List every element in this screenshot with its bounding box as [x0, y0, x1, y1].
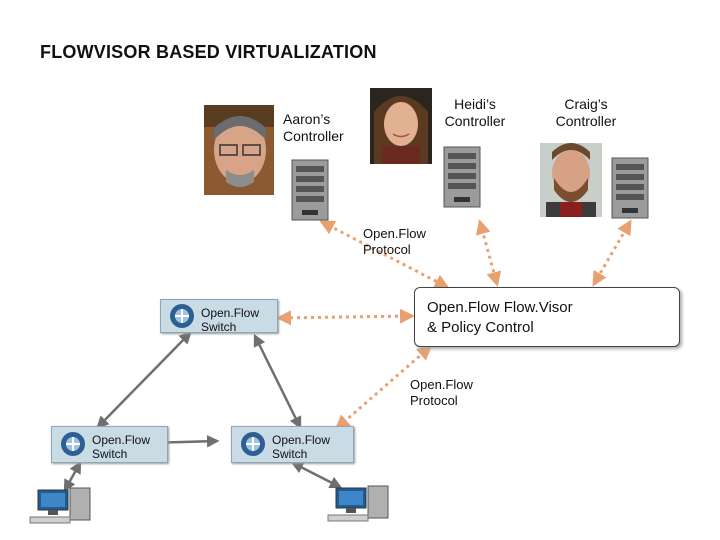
craig-server-icon	[611, 157, 649, 219]
heidi-server-icon	[443, 146, 481, 208]
link-flowvisor-topswitch	[276, 308, 415, 326]
aaron-server-icon	[291, 159, 329, 221]
openflow-protocol-label-bottom: Open.Flow Protocol	[410, 377, 473, 408]
craig-controller-label: Craig’s Controller	[555, 96, 617, 129]
link-leftswitch-host	[63, 460, 82, 493]
link-top-right	[253, 333, 302, 430]
switch-icon	[241, 432, 265, 456]
link-aaron-flowvisor	[319, 220, 450, 289]
link-top-left	[96, 331, 192, 429]
flowvisor-box: Open.Flow Flow.Visor & Policy Control	[414, 287, 680, 347]
openflow-switch-left: Open.Flow Switch	[51, 426, 168, 463]
flowvisor-label: Open.Flow Flow.Visor & Policy Control	[427, 299, 573, 336]
switch-label: Open.Flow Switch	[272, 433, 331, 461]
switch-label: Open.Flow Switch	[201, 306, 260, 334]
aaron-controller-label: Aaron’s Controller	[283, 111, 344, 144]
link-rightswitch-host	[290, 461, 343, 489]
switch-icon	[61, 432, 85, 456]
openflow-protocol-label-top: Open.Flow Protocol	[363, 226, 426, 257]
switch-label: Open.Flow Switch	[92, 433, 151, 461]
heidi-controller-label: Heidi’s Controller	[444, 96, 506, 129]
switch-icon	[170, 304, 194, 328]
computer-icon-right	[327, 485, 389, 522]
computer-icon-left	[29, 487, 91, 524]
page-title: FLOWVISOR BASED VIRTUALIZATION	[40, 42, 377, 62]
openflow-switch-top: Open.Flow Switch	[160, 299, 278, 334]
link-craig-flowvisor	[592, 219, 632, 287]
openflow-switch-right: Open.Flow Switch	[231, 426, 354, 463]
